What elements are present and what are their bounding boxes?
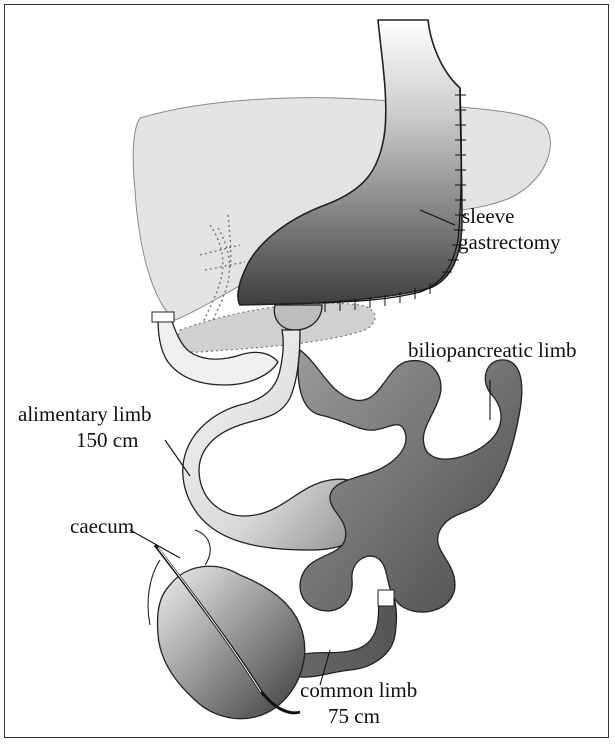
label-alimentary-length: 150 cm xyxy=(76,428,138,452)
anastomosis-staples xyxy=(378,590,394,606)
label-biliopancreatic-limb: biliopancreatic limb xyxy=(408,338,577,362)
label-caecum: caecum xyxy=(70,514,134,538)
label-alimentary-limb: alimentary limb xyxy=(18,402,152,426)
label-common-length: 75 cm xyxy=(328,704,380,728)
label-common-limb: common limb xyxy=(300,678,417,702)
label-gastrectomy: gastrectomy xyxy=(458,230,561,254)
common-limb xyxy=(288,595,396,677)
caecum xyxy=(158,566,305,718)
duodenal-stump-staples xyxy=(152,312,174,322)
label-sleeve: sleeve xyxy=(462,204,514,228)
